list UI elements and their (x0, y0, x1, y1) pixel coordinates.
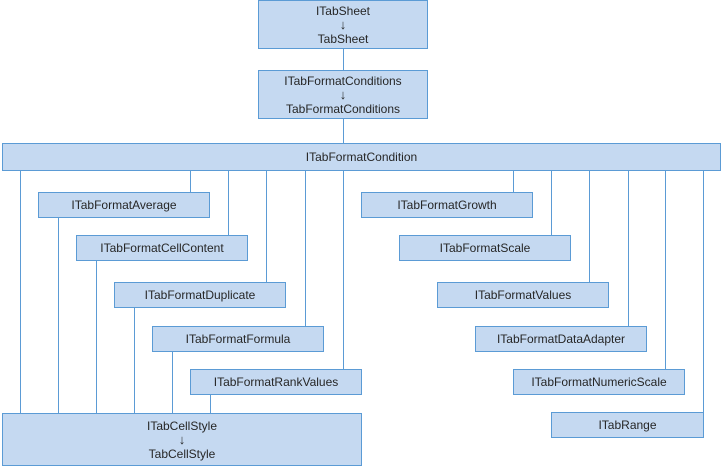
connector-condition-to-growth (513, 171, 514, 192)
node-interface-label: ITabFormatValues (474, 288, 572, 302)
connector-formula-to-tabcellstyle (172, 352, 173, 413)
node-implementation-label: TabSheet (317, 31, 369, 46)
connector-tabsheet-to-conditions (343, 49, 344, 70)
connector-duplicate-to-tabcellstyle (134, 308, 135, 413)
node-tabformatscale[interactable]: ITabFormatScale (399, 235, 571, 261)
node-interface-label: ITabFormatAverage (71, 198, 177, 212)
node-implementation-label: TabCellStyle (148, 446, 216, 461)
connector-condition-to-tabcellstyle-left (20, 171, 21, 413)
connector-condition-to-rankvalues (343, 171, 344, 369)
node-tabformatconditions[interactable]: ITabFormatConditions↓TabFormatConditions (258, 70, 428, 119)
node-tabformatvalues[interactable]: ITabFormatValues (437, 282, 609, 308)
connector-condition-to-numericscale (665, 171, 666, 369)
connector-condition-to-duplicate (266, 171, 267, 282)
node-implementation-label: TabFormatConditions (285, 101, 401, 116)
node-interface-label: ITabFormatFormula (185, 332, 291, 346)
connector-conditions-to-condition (343, 119, 344, 143)
connector-condition-to-values (589, 171, 590, 282)
node-tabformatgrowth[interactable]: ITabFormatGrowth (361, 192, 533, 218)
connector-average-to-tabcellstyle (58, 218, 59, 413)
node-interface-label: ITabFormatRankValues (213, 375, 339, 389)
connector-cellcontent-to-tabcellstyle (96, 261, 97, 413)
node-tabformatdataadapter[interactable]: ITabFormatDataAdapter (475, 326, 647, 352)
node-tabcellstyle[interactable]: ITabCellStyle↓TabCellStyle (2, 413, 362, 466)
node-tabformataverage[interactable]: ITabFormatAverage (38, 192, 210, 218)
node-interface-label: ITabFormatDuplicate (144, 288, 256, 302)
connector-condition-to-tabrange (703, 171, 704, 412)
node-tabrange[interactable]: ITabRange (551, 412, 704, 438)
down-arrow-icon: ↓ (339, 16, 347, 32)
connector-condition-to-average (190, 171, 191, 192)
node-interface-label: ITabFormatDataAdapter (496, 332, 626, 346)
node-interface-label: ITabFormatConditions (284, 73, 402, 88)
node-interface-label: ITabFormatCellContent (100, 241, 224, 255)
connector-rankvalues-to-tabcellstyle (210, 395, 211, 413)
connector-condition-to-formula (305, 171, 306, 326)
node-interface-label: ITabSheet (315, 3, 371, 18)
node-tabformatnumericscale[interactable]: ITabFormatNumericScale (513, 369, 685, 395)
node-tabformatformula[interactable]: ITabFormatFormula (152, 326, 324, 352)
node-tabformatcellcontent[interactable]: ITabFormatCellContent (76, 235, 248, 261)
node-interface-label: ITabFormatNumericScale (531, 375, 667, 389)
connector-condition-to-scale (551, 171, 552, 235)
node-tabformatduplicate[interactable]: ITabFormatDuplicate (114, 282, 286, 308)
node-tabsheet[interactable]: ITabSheet↓TabSheet (258, 0, 428, 49)
node-interface-label: ITabFormatCondition (305, 150, 418, 164)
node-interface-label: ITabRange (598, 418, 657, 432)
node-tabformatrankvalues[interactable]: ITabFormatRankValues (190, 369, 362, 395)
down-arrow-icon: ↓ (178, 431, 186, 447)
node-interface-label: ITabCellStyle (146, 418, 218, 433)
connector-condition-to-cellcontent (228, 171, 229, 235)
connector-condition-to-dataadapter (628, 171, 629, 326)
node-interface-label: ITabFormatGrowth (397, 198, 497, 212)
down-arrow-icon: ↓ (339, 86, 347, 102)
node-tabformatcondition[interactable]: ITabFormatCondition (2, 143, 721, 171)
node-interface-label: ITabFormatScale (439, 241, 531, 255)
